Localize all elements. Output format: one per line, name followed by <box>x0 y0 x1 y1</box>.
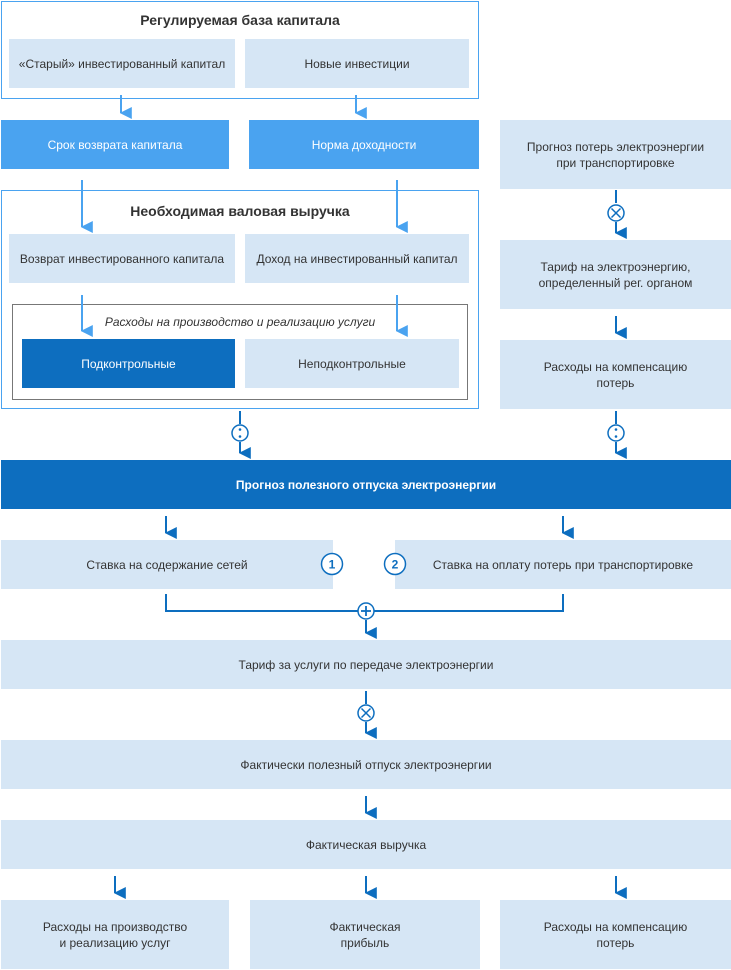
rate-of-return-box: Норма доходности <box>249 120 479 169</box>
return-capital-box: Возврат инвестированного капитала <box>9 234 235 283</box>
divide-icon-left <box>231 424 249 442</box>
bottom-expenses-box: Расходы на производство и реализацию усл… <box>1 900 229 969</box>
actual-revenue-box: Фактическая выручка <box>1 820 731 869</box>
multiply-icon-right <box>607 204 625 222</box>
uncontrollable-box: Неподконтрольные <box>245 339 459 388</box>
multiply-icon-center <box>357 704 375 722</box>
transfer-tariff-box: Тариф за услуги по передаче электроэнерг… <box>1 640 731 689</box>
badge-1-label: 1 <box>329 558 336 572</box>
expenses-title: Расходы на производство и реализацию усл… <box>104 315 376 329</box>
old-capital-box: «Старый» инвестированный капитал <box>9 39 235 88</box>
network-rate-box: Ставка на содержание сетей <box>1 540 333 589</box>
badge-2: 2 <box>383 552 407 576</box>
loss-compensation-box: Расходы на компенсацию потерь <box>500 340 731 409</box>
losses-rate-box: Ставка на оплату потерь при транспортиро… <box>395 540 731 589</box>
losses-forecast-box: Прогноз потерь электроэнергии при трансп… <box>500 120 731 189</box>
required-revenue-title: Необходимая валовая выручка <box>130 203 350 219</box>
divide-icon-right <box>607 424 625 442</box>
plus-icon <box>357 602 375 620</box>
capital-base-title: Регулируемая база капитала <box>140 12 340 28</box>
new-investments-box: Новые инвестиции <box>245 39 469 88</box>
controllable-box: Подконтрольные <box>22 339 235 388</box>
bottom-profit-box: Фактическая прибыль <box>250 900 480 969</box>
return-period-box: Срок возврата капитала <box>1 120 229 169</box>
useful-supply-forecast-box: Прогноз полезного отпуска электроэнергии <box>1 460 731 509</box>
badge-1: 1 <box>320 552 344 576</box>
bottom-compensation-box: Расходы на компенсацию потерь <box>500 900 731 969</box>
electricity-tariff-box: Тариф на электроэнергию, определенный ре… <box>500 240 731 309</box>
actual-supply-box: Фактически полезный отпуск электроэнерги… <box>1 740 731 789</box>
badge-2-label: 2 <box>392 558 399 572</box>
income-capital-box: Доход на инвестированный капитал <box>245 234 469 283</box>
